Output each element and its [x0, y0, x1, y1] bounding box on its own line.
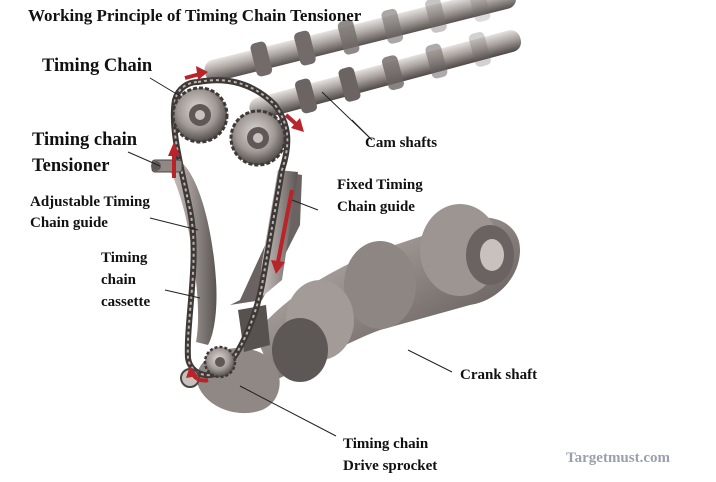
arrow-icon	[168, 142, 180, 178]
cam-sprocket-left	[171, 86, 229, 144]
arrow-icon	[271, 189, 294, 274]
timing-chain-tensioner	[151, 159, 183, 173]
chain-direction-arrows	[168, 66, 304, 383]
arrow-icon	[184, 66, 208, 80]
page-title: Working Principle of Timing Chain Tensio…	[28, 6, 362, 25]
lower-cam-shaft	[249, 30, 522, 120]
label-cam-shafts: Cam shafts	[365, 135, 438, 151]
label-timing-chain-tensioner-line1: Timing chain	[32, 130, 138, 150]
leader-lines	[127, 77, 453, 437]
label-cassette-line3: cassette	[101, 294, 151, 310]
label-timing-chain: Timing Chain	[42, 56, 153, 76]
label-fixed-guide-line2: Chain guide	[337, 199, 415, 215]
watermark: Targetmust.com	[566, 450, 671, 466]
upper-cam-shaft	[204, 0, 517, 82]
label-drive-sprocket-line1: Timing chain	[343, 436, 429, 452]
adjustable-timing-chain-guide	[168, 160, 217, 345]
label-crank-shaft: Crank shaft	[460, 367, 538, 383]
label-cassette-line2: chain	[101, 272, 137, 288]
label-adjustable-guide-line2: Chain guide	[30, 215, 108, 231]
label-adjustable-guide-line1: Adjustable Timing	[30, 194, 150, 210]
cam-sprocket-right	[229, 109, 287, 167]
label-drive-sprocket-line2: Drive sprocket	[343, 458, 438, 474]
arrow-icon	[284, 113, 304, 132]
label-cassette-line1: Timing	[101, 250, 148, 266]
arrow-icon	[186, 366, 209, 383]
label-fixed-guide-line1: Fixed Timing	[337, 177, 423, 193]
crank-shaft	[196, 204, 520, 414]
label-timing-chain-tensioner-line2: Tensioner	[32, 156, 110, 176]
cam-shafts	[204, 0, 522, 120]
